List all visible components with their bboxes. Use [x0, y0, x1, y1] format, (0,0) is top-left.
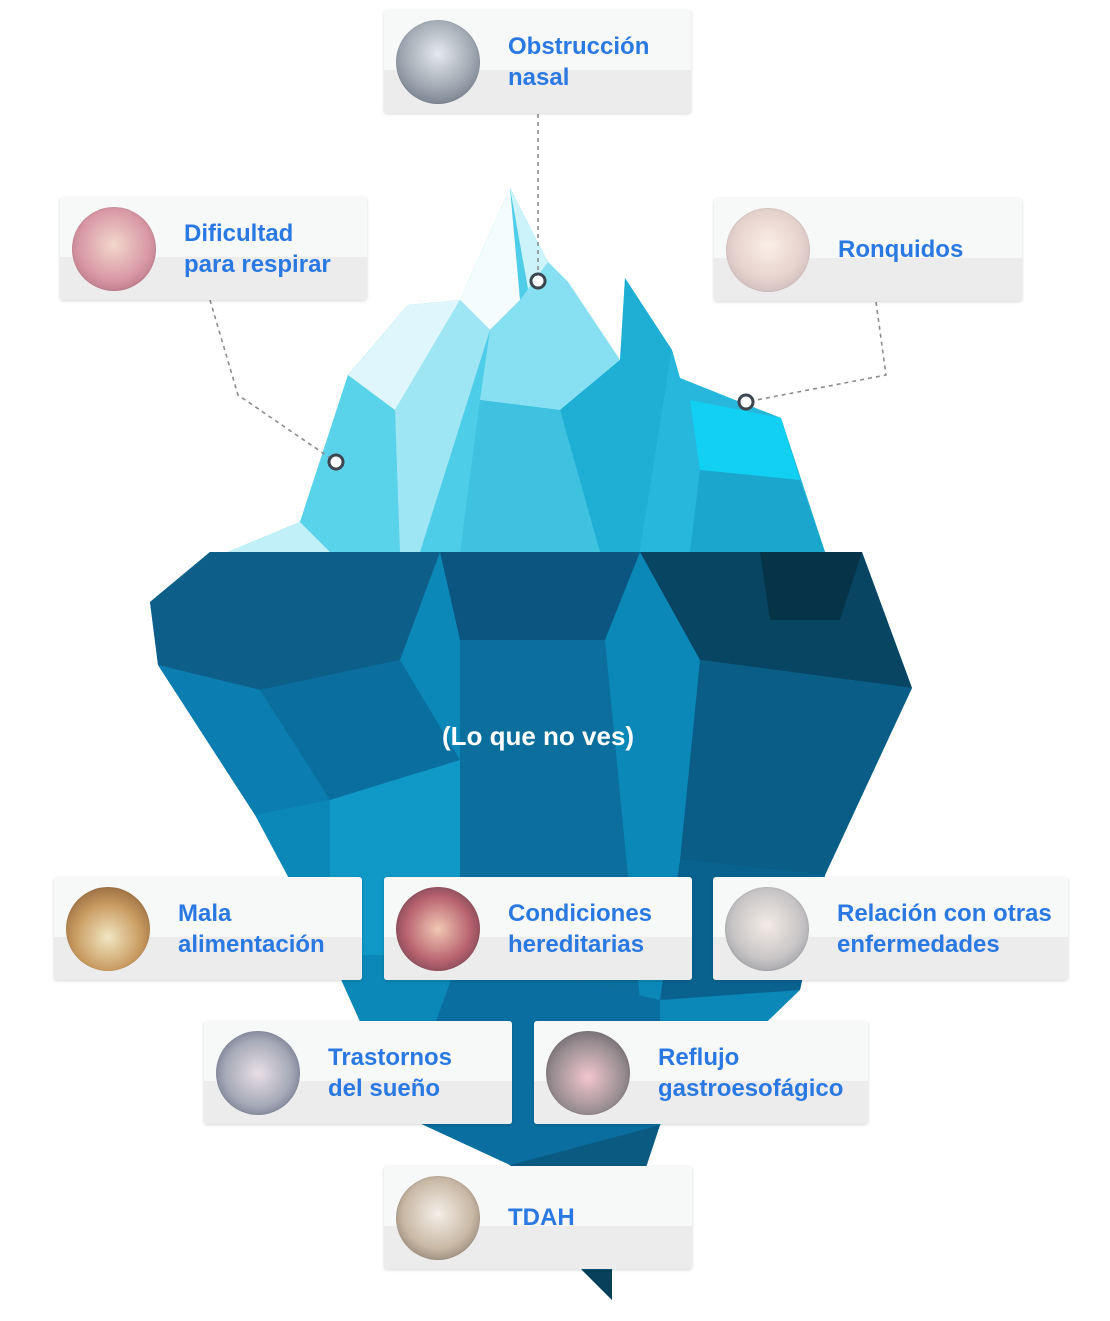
card-ronquidos: Ronquidos [714, 198, 1022, 301]
connector-ronquidos [745, 301, 887, 403]
child-with-nebulizer-photo-icon [725, 886, 809, 971]
dot-ronquidos [737, 393, 755, 411]
connector-dots [327, 272, 755, 471]
dot-dificultad [327, 453, 345, 471]
boy-doing-homework-photo-icon [396, 1175, 480, 1260]
hidden-caption: (Lo que no ves) [441, 721, 635, 751]
girl-chest-pain-photo-icon [72, 206, 156, 291]
connector-lines [209, 114, 887, 463]
card-tdah: TDAH [384, 1166, 692, 1269]
card-label: Ronquidos [838, 236, 964, 263]
child-with-food-plate-photo-icon [66, 886, 150, 971]
tired-girl-in-bed-photo-icon [216, 1030, 300, 1115]
card-label: TDAH [508, 1204, 575, 1231]
iceberg-tip [228, 188, 825, 552]
dot-obstruccion [529, 272, 547, 290]
sneezing-boy-photo-icon [396, 19, 480, 104]
sleeping-baby-photo-icon [726, 207, 810, 292]
girl-stomach-ache-photo-icon [546, 1030, 630, 1115]
connector-dificultad [209, 299, 337, 463]
family-photo-icon [396, 886, 480, 971]
